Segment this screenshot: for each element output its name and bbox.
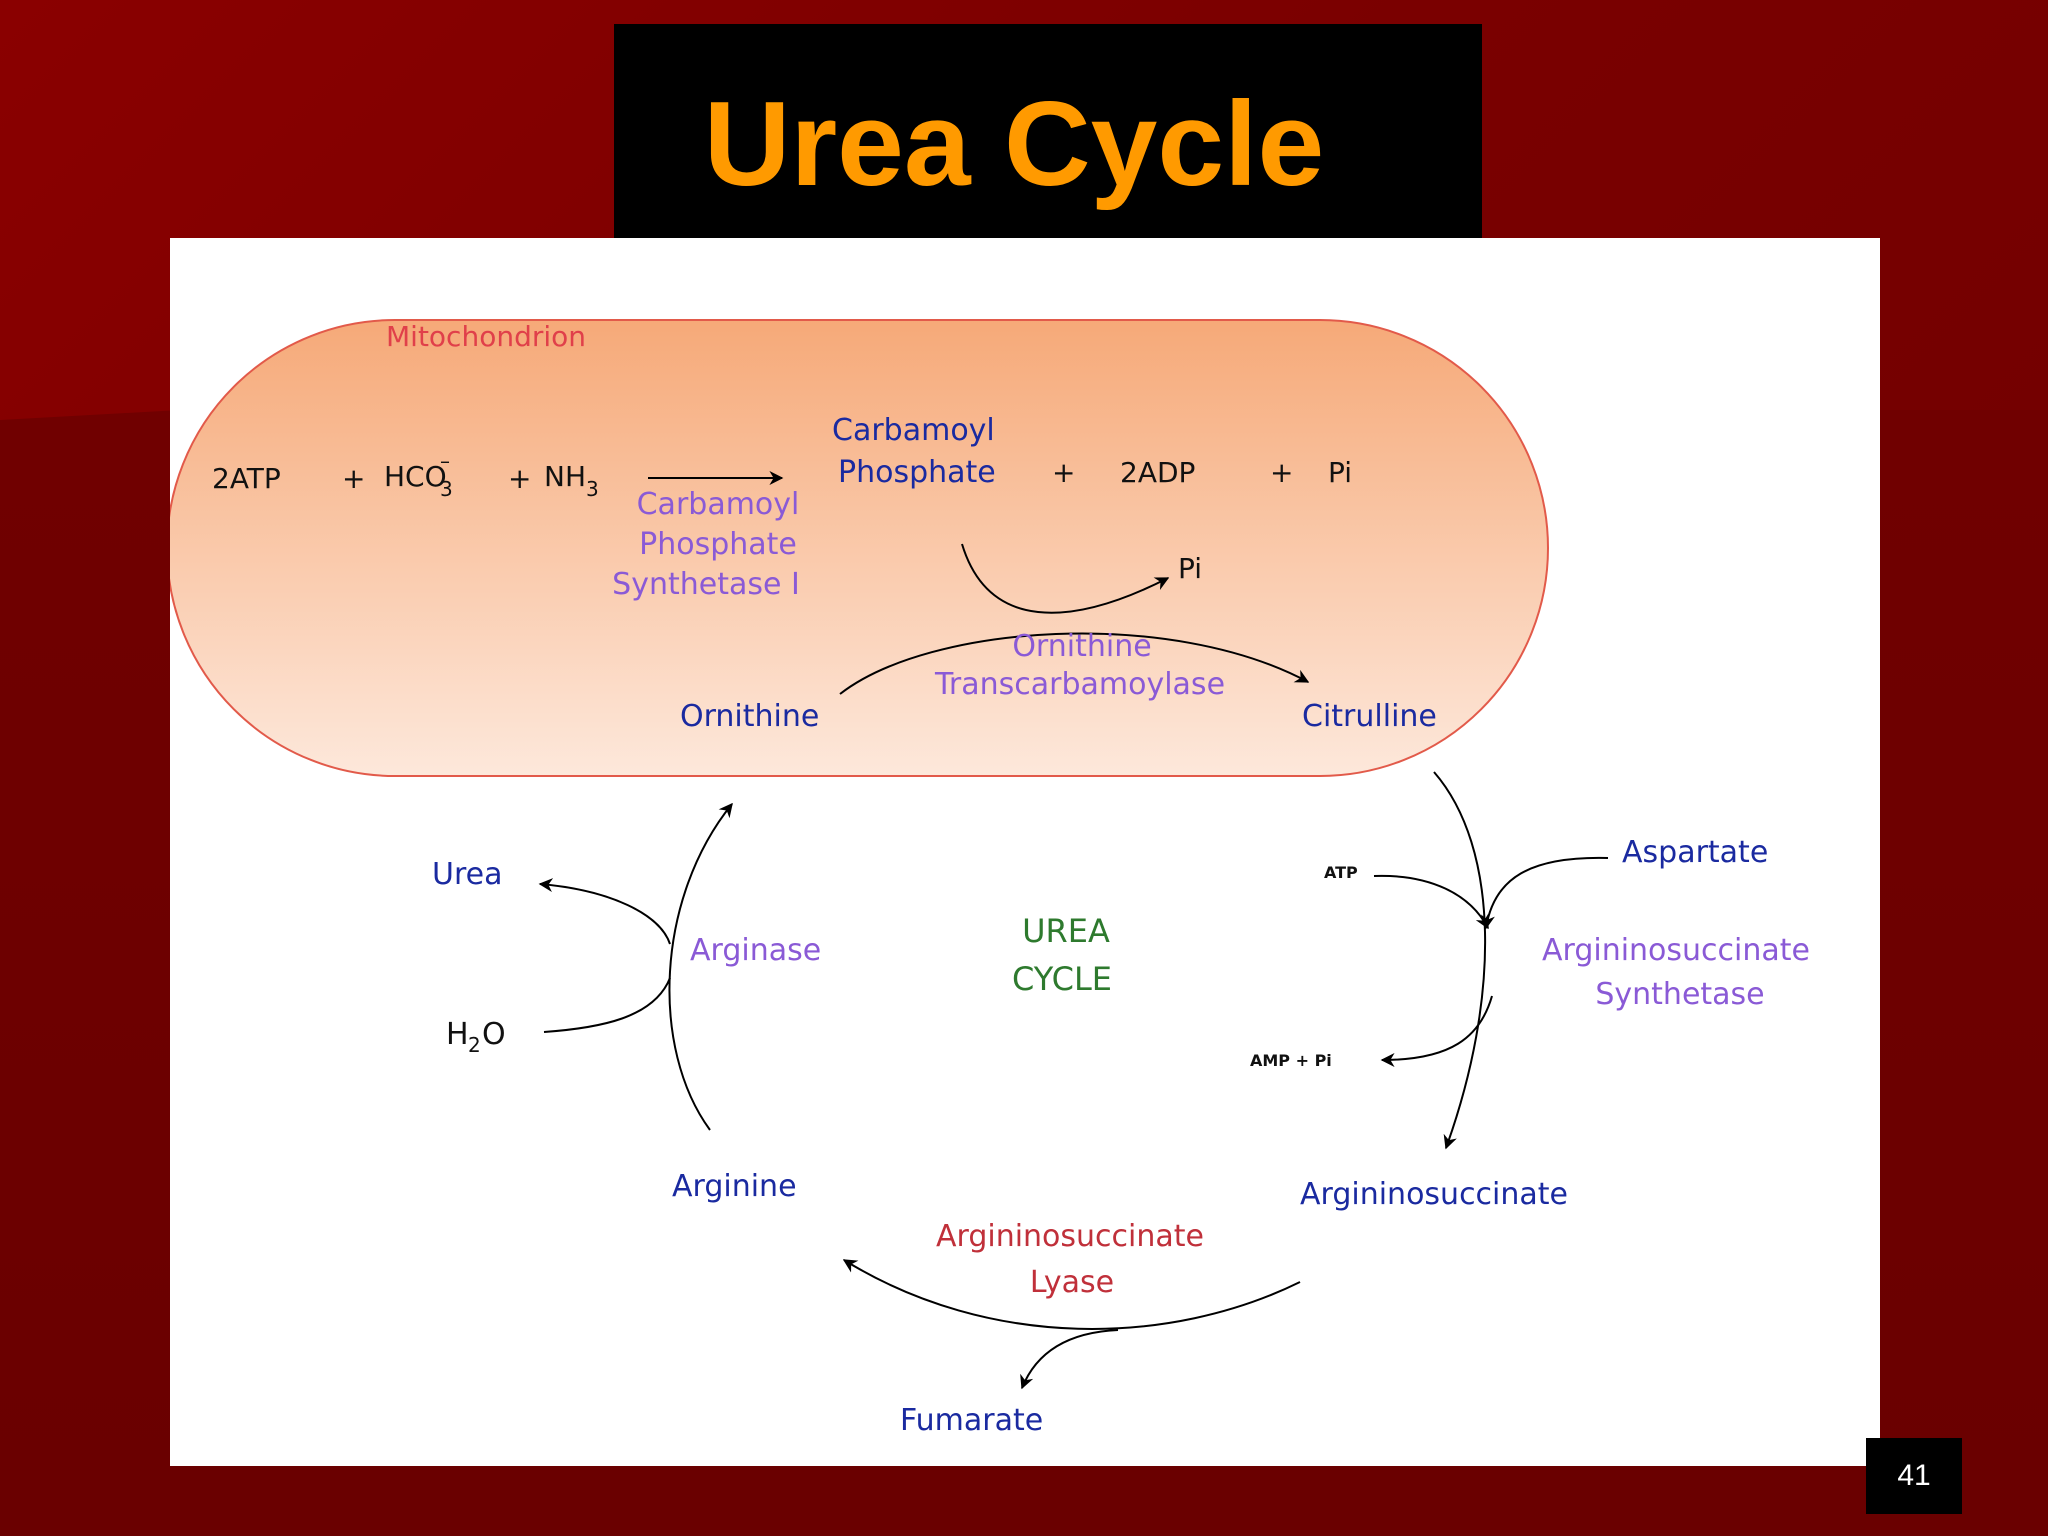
urea-label: Urea <box>432 857 502 892</box>
cps1-line3: Synthetase I <box>612 567 800 602</box>
as-lyase-line2: Lyase <box>1030 1265 1114 1300</box>
byproduct-pi: Pi <box>1328 456 1352 489</box>
fumarate-label: Fumarate <box>900 1403 1043 1438</box>
carbamoyl-phosphate-to-pi-arrow <box>961 543 1170 614</box>
urea-out-arrow <box>538 878 671 945</box>
water-h: H <box>446 1017 469 1052</box>
water-subscript: 2 <box>468 1033 481 1057</box>
plus-sign: + <box>342 462 365 495</box>
cps1-line1: Carbamoyl <box>637 487 800 522</box>
urea-cycle-diagram: Mitochondrion 2ATP + HCO – 3 + NH 3 Carb… <box>170 319 1810 1438</box>
as-synthetase-line1: Argininosuccinate <box>1542 933 1810 968</box>
substrate-2atp: 2ATP <box>212 462 281 495</box>
as-synthetase-line2: Synthetase <box>1595 977 1764 1012</box>
urea-cycle-figure: Mitochondrion 2ATP + HCO – 3 + NH 3 Carb… <box>170 238 1880 1466</box>
plus-sign: + <box>1270 456 1293 489</box>
ornithine-label: Ornithine <box>680 699 819 734</box>
hco3-subscript: 3 <box>440 477 453 501</box>
center-label-line2: CYCLE <box>1012 960 1112 998</box>
mitochondrion-label: Mitochondrion <box>386 320 586 353</box>
otc-line2: Transcarbamoylase <box>934 667 1225 702</box>
slide-title: Urea Cycle <box>703 77 1325 211</box>
arginine-to-ornithine-arrow <box>668 802 733 1131</box>
byproduct-2adp: 2ADP <box>1120 456 1195 489</box>
carbamoyl-phosphate-line1: Carbamoyl <box>832 413 995 448</box>
argininosuccinate-label: Argininosuccinate <box>1300 1177 1568 1212</box>
atp-small-label: ATP <box>1324 863 1358 882</box>
hco3-charge: – <box>440 449 450 473</box>
citrulline-label: Citrulline <box>1302 699 1437 734</box>
plus-sign: + <box>508 462 531 495</box>
citrulline-to-argininosuccinate-arrow <box>1433 771 1487 1150</box>
amp-pi-small-label: AMP + Pi <box>1250 1051 1332 1070</box>
slide-page-number: 41 <box>1866 1438 1962 1514</box>
arginine-label: Arginine <box>672 1169 797 1204</box>
center-label-line1: UREA <box>1022 912 1110 950</box>
water-in-arrow <box>543 977 671 1033</box>
fumarate-out-arrow <box>1020 1329 1119 1390</box>
otc-line1: Ornithine <box>1012 629 1151 664</box>
substrate-nh3: NH <box>544 460 586 493</box>
ornithine-to-citrulline-arrow <box>839 632 1310 695</box>
cps1-line2: Phosphate <box>639 527 797 562</box>
aspartate-label: Aspartate <box>1622 835 1768 870</box>
amp-pi-out-arrow <box>1380 995 1493 1067</box>
title-box: Urea Cycle <box>614 24 1482 238</box>
carbamoyl-phosphate-line2: Phosphate <box>838 455 996 490</box>
water-o: O <box>482 1017 506 1052</box>
as-lyase-line1: Argininosuccinate <box>936 1219 1204 1254</box>
arginase-label: Arginase <box>690 933 821 968</box>
aspartate-in-arrow <box>1481 856 1609 930</box>
mitochondrion-compartment <box>170 319 1549 777</box>
atp-in-arrow <box>1373 874 1489 930</box>
nh3-subscript: 3 <box>586 477 599 501</box>
plus-sign: + <box>1052 456 1075 489</box>
argininosuccinate-to-arginine-arrow <box>842 1259 1301 1330</box>
pi-label: Pi <box>1178 552 1202 585</box>
substrate-hco3: HCO <box>384 460 447 493</box>
